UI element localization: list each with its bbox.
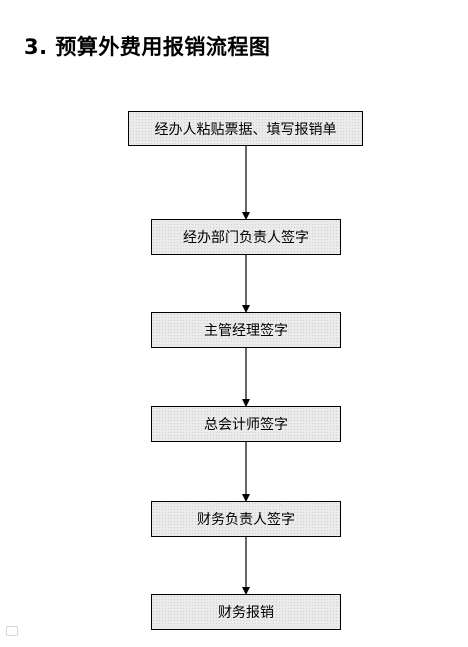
- watermark: [6, 626, 21, 638]
- watermark-icon: [6, 626, 18, 636]
- flow-step-4: 总会计师签字: [151, 406, 341, 442]
- flow-step-3: 主管经理签字: [151, 312, 341, 348]
- flow-step-5: 财务负责人签字: [151, 501, 341, 537]
- page-title: 3. 预算外费用报销流程图: [24, 35, 271, 59]
- flow-step-1: 经办人粘贴票据、填写报销单: [128, 111, 363, 146]
- flow-step-6: 财务报销: [151, 594, 341, 630]
- flow-step-2: 经办部门负责人签字: [151, 219, 341, 255]
